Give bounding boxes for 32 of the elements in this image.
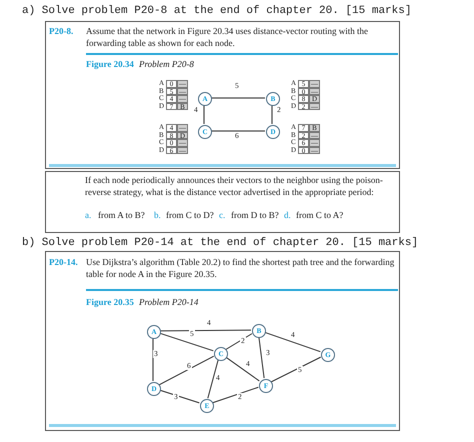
item-letter: d. — [284, 210, 292, 222]
connector-line — [225, 356, 260, 382]
connector-line — [207, 359, 219, 399]
problem-text: Use Dijkstra’s algorithm (Table 20.2) to find the shortest path tree and the forwarding table for node A in the Figure 20.35. — [86, 257, 396, 280]
figure-caption: Figure 20.35 — [86, 297, 132, 308]
connector-line — [258, 336, 265, 379]
figure-subtitle: Problem P20-14 — [139, 297, 200, 308]
problem-text: If each node periodically announces their vectors to the neighbor using the poison-reverse strategy, what is the distance vector advertised in the appropriate period: — [85, 175, 384, 198]
connector-line — [152, 338, 154, 382]
connector-line — [270, 356, 322, 382]
figure-caption: Figure 20.34 — [86, 59, 132, 70]
connector-line — [158, 356, 214, 386]
connector-line — [160, 330, 252, 332]
problem-text: Assume that the network in Figure 20.34 uses distance-vector routing with the forwarding table as shown for each node. — [86, 26, 369, 49]
connector-line — [264, 332, 321, 352]
problem-text: from A to B? — [98, 210, 146, 222]
problem-text: from C to A? — [296, 210, 344, 222]
connector-line — [159, 390, 200, 404]
problem-heading: b) Solve problem P20-14 at the end of chapter 20. [15 marks] — [22, 237, 418, 249]
figure-subtitle: Problem P20-8 — [139, 59, 195, 70]
problem-heading: a) Solve problem P20-8 at the end of chapter 20. [15 marks] — [22, 5, 412, 17]
connector-line — [159, 332, 214, 352]
connector-line — [210, 130, 266, 132]
problem-number: P20-14. — [49, 257, 79, 268]
problem-number: P20-8. — [49, 26, 74, 38]
item-letter: c. — [219, 210, 226, 222]
problem-panel — [45, 21, 400, 169]
item-letter: a. — [85, 210, 92, 222]
connector-line — [212, 386, 259, 404]
question-panel — [45, 171, 400, 233]
connector-line — [226, 333, 252, 350]
item-letter: b. — [154, 210, 162, 222]
